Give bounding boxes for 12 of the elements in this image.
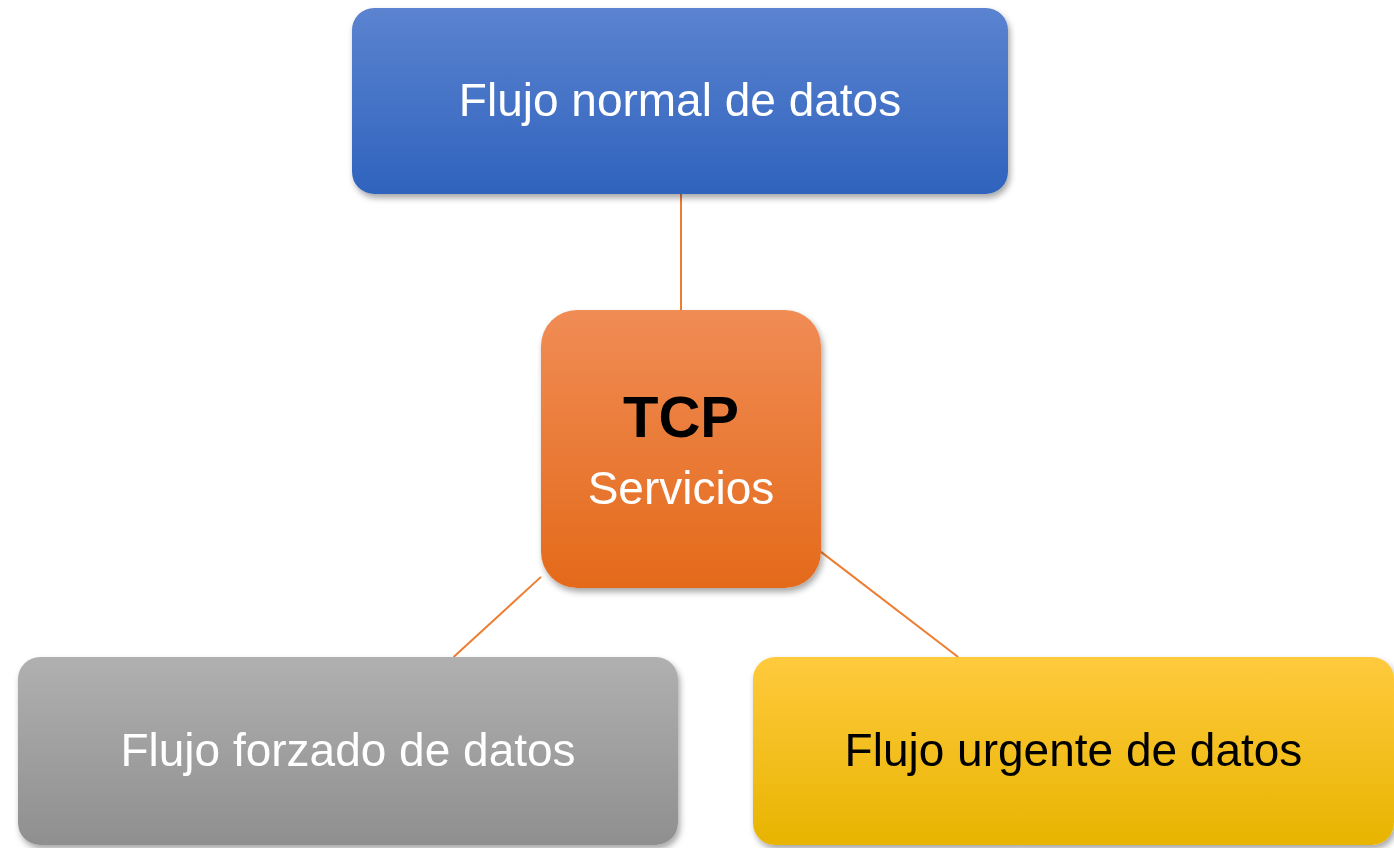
box-label: Servicios [587,460,775,516]
box-heading: TCP [623,383,739,451]
rounded-box [352,8,1008,194]
connector-line [820,550,960,658]
box-label: Flujo urgente de datos [844,723,1303,779]
rounded-box [18,657,678,845]
rounded-box [541,310,821,588]
connector-line [452,575,542,658]
box-label: Flujo normal de datos [458,73,902,129]
connector-line [680,193,682,311]
box-label: Flujo forzado de datos [120,723,576,779]
rounded-box [753,657,1394,845]
